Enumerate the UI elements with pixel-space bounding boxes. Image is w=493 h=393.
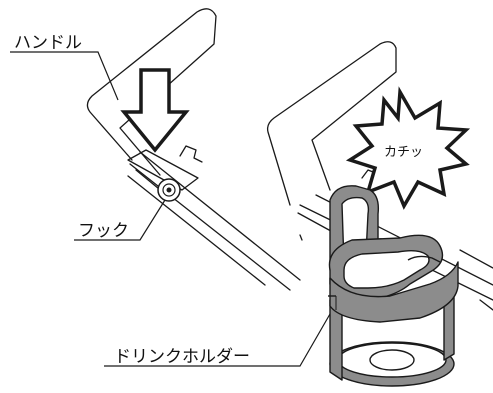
- hook-label: フック: [78, 221, 129, 241]
- cup-holder-leader: [104, 313, 331, 367]
- click-sound-label: カチッ: [384, 145, 423, 160]
- hook-leader: [74, 199, 166, 241]
- leader-lines: [10, 51, 331, 367]
- handle-leader: [10, 51, 119, 101]
- down-arrow-icon: [120, 68, 190, 153]
- cup-holder: [328, 185, 459, 387]
- left-stroller-frame: [86, 8, 301, 291]
- cup-holder-label: ドリンクホルダー: [114, 347, 250, 367]
- starburst-icon: [345, 86, 471, 210]
- hook-bolt: [157, 178, 181, 202]
- handle-label: ハンドル: [14, 33, 82, 53]
